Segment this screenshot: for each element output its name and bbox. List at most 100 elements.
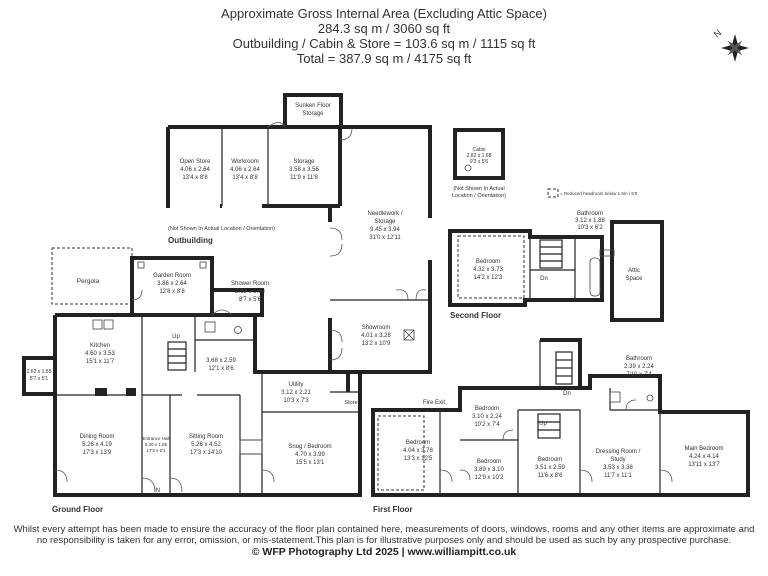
svg-text:8'7 x 5'6: 8'7 x 5'6 [239, 297, 262, 303]
svg-text:14'2 x 12'3: 14'2 x 12'3 [474, 275, 503, 281]
ff-dn-label: Dn [563, 391, 571, 397]
sunken-storage-label: Sunken Floor [295, 103, 331, 109]
ground-floor-title: Ground Floor [52, 505, 103, 514]
area-total: Total = 387.9 sq m / 4175 sq ft [296, 51, 472, 66]
cabin-plan: Cabin 2.82 x 1.68 9'3 x 5'6 (Not Shown I… [452, 128, 506, 199]
svg-text:3.58 x 3.56: 3.58 x 3.56 [289, 167, 319, 173]
cabin-note: (Not Shown In Actual [453, 186, 504, 192]
utility-label: Utility [289, 382, 304, 388]
sf-dn-label: Dn [540, 276, 548, 282]
ff-bedroom4-label: Bedroom [538, 457, 562, 463]
store-label: Store [344, 400, 357, 406]
reduced-headroom-legend: = Reduced headroom below 1.5m / 5'0 [560, 191, 638, 196]
svg-text:2.62 x 1.68: 2.62 x 1.68 [235, 289, 265, 295]
svg-text:17'3 x 13'9: 17'3 x 13'9 [83, 450, 112, 456]
svg-text:Location / Orientation): Location / Orientation) [452, 193, 506, 199]
second-floor-plan: Bedroom 4.32 x 3.73 14'2 x 12'3 Bathroom… [448, 211, 664, 322]
snug-bedroom-label: Snug / Bedroom [288, 444, 331, 450]
svg-text:17'3 x 6'1: 17'3 x 6'1 [147, 448, 166, 453]
second-floor-title: Second Floor [450, 311, 501, 320]
svg-text:4.70 x 3.99: 4.70 x 3.99 [295, 452, 325, 458]
ff-up-label: Up [539, 421, 547, 427]
fire-exit-label: Fire Exit [423, 400, 445, 406]
main-bedroom-label: Main Bedroom [684, 446, 723, 452]
outbuilding-title: Outbuilding [168, 236, 213, 245]
svg-text:12'9 x 10'2: 12'9 x 10'2 [475, 475, 504, 481]
entrance-hall-label: Entrance Hall [142, 436, 169, 441]
first-floor-plan: Fire Exit Bedroom 4.04 x 3.78 13'3 x 12'… [371, 338, 750, 514]
svg-text:12'1 x 8'6: 12'1 x 8'6 [208, 366, 234, 372]
dining-room-label: Dining Room [80, 434, 115, 440]
svg-text:15'5 x 13'1: 15'5 x 13'1 [296, 460, 325, 466]
svg-text:13'4 x 8'8: 13'4 x 8'8 [232, 175, 258, 181]
svg-text:5.26 x 4.52: 5.26 x 4.52 [191, 442, 221, 448]
outbuilding-note: (Not Shown In Actual Location / Orientat… [168, 226, 275, 232]
svg-text:3.89 x 3.10: 3.89 x 3.10 [474, 467, 504, 473]
svg-text:17'3 x 14'10: 17'3 x 14'10 [190, 450, 223, 456]
svg-text:2.82 x 1.68: 2.82 x 1.68 [467, 153, 492, 159]
svg-text:8'7 x 5'1: 8'7 x 5'1 [30, 376, 49, 382]
svg-text:4.60 x 3.53: 4.60 x 3.53 [85, 351, 115, 357]
svg-text:11'6 x 8'6: 11'6 x 8'6 [538, 473, 564, 479]
svg-text:5.26 x 1.85: 5.26 x 1.85 [145, 442, 168, 447]
copyright: © WFP Photography Ltd 2025 | www.william… [251, 546, 517, 558]
pergola-label: Pergola [77, 278, 100, 285]
needlework-label: Needlework / [367, 211, 402, 217]
svg-text:3.12 x 1.88: 3.12 x 1.88 [575, 218, 605, 224]
svg-text:Space: Space [625, 276, 643, 282]
ground-floor-plan: Pergola 2.62 x 1.55 8'7 x 5'1 [22, 247, 362, 514]
svg-text:10'2 x 7'4: 10'2 x 7'4 [474, 422, 500, 428]
svg-text:31'0 x 12'11: 31'0 x 12'11 [369, 235, 401, 241]
storage-label: Storage [293, 159, 315, 165]
cabin-label: Cabin [472, 147, 485, 153]
svg-text:12'8 x 8'8: 12'8 x 8'8 [159, 289, 185, 295]
svg-text:15'1 x 11'7: 15'1 x 11'7 [86, 359, 115, 365]
attic-label: Attic [628, 268, 640, 274]
showroom-label: Showroom [362, 325, 391, 331]
gf-room-dims: 3.68 x 2.59 [206, 358, 236, 364]
kitchen-label: Kitchen [90, 343, 110, 349]
svg-text:Storage: Storage [374, 219, 396, 225]
svg-text:3.10 x 2.24: 3.10 x 2.24 [472, 414, 502, 420]
reduced-headroom-swatch [547, 188, 559, 198]
svg-text:5.26 x 4.19: 5.26 x 4.19 [82, 442, 112, 448]
compass-icon: N [712, 28, 749, 62]
svg-text:10'3 x 6'2: 10'3 x 6'2 [577, 225, 603, 231]
svg-text:7'10 x 7'4: 7'10 x 7'4 [626, 372, 652, 378]
small-room-dims: 2.62 x 1.55 [27, 369, 52, 375]
svg-text:13'2 x 10'9: 13'2 x 10'9 [362, 341, 391, 347]
ff-bedroom3-label: Bedroom [477, 459, 501, 465]
workroom-label: Workroom [231, 159, 259, 165]
svg-text:3.51 x 2.59: 3.51 x 2.59 [535, 465, 565, 471]
gf-up-label: Up [172, 334, 180, 340]
svg-text:4.32 x 3.73: 4.32 x 3.73 [473, 267, 503, 273]
svg-text:4.06 x 2.64: 4.06 x 2.64 [180, 167, 210, 173]
sf-bathroom-label: Bathroom [577, 211, 603, 217]
svg-text:13'3 x 12'5: 13'3 x 12'5 [404, 456, 433, 462]
svg-text:3.86 x 2.64: 3.86 x 2.64 [157, 281, 187, 287]
first-floor-title: First Floor [373, 505, 413, 514]
compass-north-label: N [712, 28, 723, 40]
sf-bedroom-label: Bedroom [476, 259, 500, 265]
svg-text:Study: Study [610, 457, 625, 463]
ff-bathroom-label: Bathroom [626, 356, 652, 362]
dressing-room-label: Dressing Room / [596, 449, 641, 455]
svg-text:Storage: Storage [302, 111, 324, 117]
sitting-room-label: Sitting Room [189, 434, 223, 440]
ff-bedroom2-label: Bedroom [475, 406, 499, 412]
svg-text:11'9 x 11'8: 11'9 x 11'8 [290, 175, 318, 181]
entrance-in-label: IN [154, 488, 160, 494]
outbuilding-plan: Sunken Floor Storage Open Store 4.06 x 2… [166, 93, 432, 374]
disclaimer-line1: Whilst every attempt has been made to en… [13, 524, 755, 535]
open-store-label: Open Store [180, 159, 211, 165]
svg-text:3.53 x 3.38: 3.53 x 3.38 [603, 465, 633, 471]
area-heading: Approximate Gross Internal Area (Excludi… [221, 6, 547, 21]
svg-text:4.04 x 3.78: 4.04 x 3.78 [403, 448, 433, 454]
svg-text:4.24 x 4.14: 4.24 x 4.14 [689, 454, 719, 460]
svg-text:4.06 x 2.64: 4.06 x 2.64 [230, 167, 260, 173]
svg-text:4.01 x 3.28: 4.01 x 3.28 [361, 333, 391, 339]
svg-text:9.45 x 3.94: 9.45 x 3.94 [370, 227, 400, 233]
svg-text:3.12 x 2.21: 3.12 x 2.21 [281, 390, 311, 396]
svg-text:13'4 x 8'8: 13'4 x 8'8 [182, 175, 208, 181]
